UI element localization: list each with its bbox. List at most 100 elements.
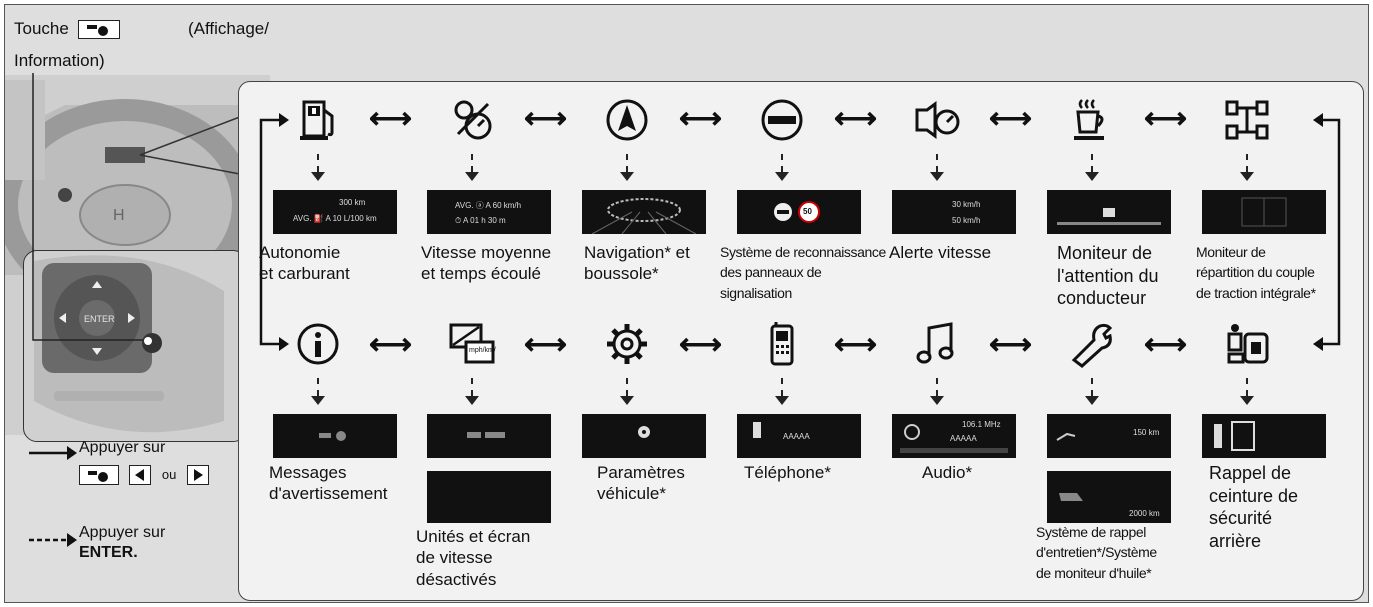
- legend-press-label: Appuyer sur: [79, 439, 166, 456]
- dashed-arrow-icon: [311, 172, 325, 181]
- screen-phone: AAAAA: [737, 414, 861, 458]
- dashed-arrow-icon: [775, 172, 789, 181]
- double-arrow-icon: ⟷: [369, 102, 413, 135]
- loop-brackets: [259, 113, 1341, 351]
- label-attention-monitor: Moniteur de l'attention du conducteur: [1057, 243, 1159, 308]
- information-icon: [297, 323, 339, 365]
- screen-text: AVG. ⛽ A 10 L/100 km: [293, 214, 377, 223]
- dashed-arrow-icon: [465, 396, 479, 405]
- label-rear-seatbelt: Rappel de ceinture de sécurité arrière: [1209, 463, 1299, 551]
- screen-text: ⏱ A 01 h 30 m: [455, 216, 506, 225]
- wrench-icon: [1071, 323, 1113, 368]
- double-arrow-icon: ⟷: [1144, 102, 1188, 135]
- average-speed-icon: [454, 100, 492, 140]
- fuel-pump-icon: [300, 100, 334, 140]
- label-phone: Téléphone*: [744, 463, 831, 482]
- screen-awd-torque: [1202, 190, 1326, 234]
- screen-range-fuel: 300 km AVG. ⛽ A 10 L/100 km: [273, 190, 397, 234]
- double-arrow-icon: ⟷: [989, 328, 1033, 361]
- control-pad-inset: ENTER: [23, 250, 247, 442]
- music-note-icon: [916, 322, 954, 364]
- screen-units-off-blank: [427, 471, 551, 523]
- screen-rear-seatbelt: [1202, 414, 1326, 458]
- dashed-arrow-icon: [626, 154, 628, 172]
- dashed-arrow-icon: [781, 378, 783, 396]
- legend-buttons: ou: [79, 465, 209, 485]
- dashed-arrow-icon: [620, 172, 634, 181]
- dashed-arrow-icon: [317, 378, 319, 396]
- phone-icon: [770, 322, 794, 366]
- double-arrow-icon: ⟷: [679, 102, 723, 135]
- dashed-arrow-icon: [1085, 396, 1099, 405]
- label-average-speed: Vitesse moyenne et temps écoulé: [421, 243, 552, 284]
- callout-line: [32, 73, 143, 341]
- screen-warning-messages: [273, 414, 397, 458]
- label-awd-torque: Moniteur de répartition du couple de tra…: [1196, 244, 1316, 301]
- screen-text: 106.1 MHz: [962, 420, 1001, 429]
- dashed-arrow-icon: [626, 378, 628, 396]
- label-maintenance: Système de rappel d'entretien*/Système d…: [1036, 524, 1157, 581]
- speed-alert-icon: [915, 101, 960, 139]
- units-screen-icon: mph/km/h: [449, 323, 496, 364]
- solid-arrow-icon: [29, 446, 77, 460]
- information-label: Information): [14, 51, 105, 70]
- double-arrow-icon: ⟷: [834, 102, 878, 135]
- screen-text: AVG. ⓐ A 60 km/h: [455, 201, 522, 210]
- label-units-off: Unités et écran de vitesse désactivés: [416, 527, 531, 589]
- double-arrow-icon: ⟷: [369, 328, 413, 361]
- dashed-arrow-icon: [1246, 378, 1248, 396]
- left-arrow-button-icon: [129, 465, 152, 485]
- screen-text: 2000 km: [1129, 509, 1160, 518]
- screen-vehicle-settings: [582, 414, 706, 458]
- screen-oil-monitor: 2000 km: [1047, 471, 1171, 523]
- dashed-arrow-icon: [781, 154, 783, 172]
- screen-text: 150 km: [1133, 428, 1160, 437]
- dashed-arrow-icon: [471, 154, 473, 172]
- dashed-arrow-icon: [1091, 154, 1093, 172]
- compass-icon: [606, 99, 648, 141]
- double-arrow-icon: ⟷: [1144, 328, 1188, 361]
- screen-average-speed: AVG. ⓐ A 60 km/h ⏱ A 01 h 30 m: [427, 190, 551, 234]
- screen-text: AAAAA: [783, 432, 810, 441]
- double-arrow-icon: ⟷: [679, 328, 723, 361]
- rear-seatbelt-icon: [1227, 324, 1269, 364]
- screen-attention-monitor: [1047, 190, 1171, 234]
- dashed-arrow-icon: [317, 154, 319, 172]
- double-arrow-icon: ⟷: [834, 328, 878, 361]
- dashed-arrow-icon: [29, 533, 77, 547]
- dashed-arrow-icon: [465, 172, 479, 181]
- sign-value: 50: [803, 207, 812, 216]
- label-audio: Audio*: [922, 463, 973, 482]
- dashed-arrow-icon: [1085, 172, 1099, 181]
- screen-speed-alert: 30 km/h 50 km/h: [892, 190, 1016, 234]
- dashed-arrow-icon: [936, 154, 938, 172]
- dashed-arrow-icon: [930, 172, 944, 181]
- screen-text: AAAAA: [950, 434, 977, 443]
- right-arrow-button-icon: [186, 465, 209, 485]
- traffic-sign-icon: [761, 99, 803, 141]
- touche-label: Touche: [14, 19, 120, 40]
- dashed-arrow-icon: [1246, 154, 1248, 172]
- display-info-button[interactable]: [77, 20, 120, 40]
- double-arrow-icon: ⟷: [989, 102, 1033, 135]
- screen-text: 300 km: [339, 198, 366, 207]
- screen-maintenance: 150 km: [1047, 414, 1171, 458]
- double-arrow-icon: ⟷: [524, 328, 568, 361]
- dashed-arrow-icon: [1240, 396, 1254, 405]
- label-range-fuel: Autonomie et carburant: [259, 243, 350, 284]
- label-warning-messages: Messages d'avertissement: [269, 463, 388, 504]
- display-flow-panel: ⟷ ⟷ ⟷ ⟷ ⟷ ⟷ ⟷ ⟷ ⟷ ⟷ ⟷ ⟷: [238, 81, 1364, 601]
- dashed-arrow-icon: [471, 378, 473, 396]
- awd-torque-icon: [1225, 100, 1269, 140]
- coffee-cup-icon: [1074, 99, 1104, 140]
- label-navigation: Navigation* et boussole*: [584, 243, 690, 284]
- double-arrow-icon: ⟷: [524, 102, 568, 135]
- svg-text:H: H: [113, 207, 125, 224]
- dashed-arrow-icon: [620, 396, 634, 405]
- legend-press-label-2: Appuyer sur: [79, 524, 166, 541]
- svg-text:mph/km/h: mph/km/h: [469, 347, 496, 354]
- screen-navigation: [582, 190, 706, 235]
- legend-enter-label: ENTER.: [79, 544, 138, 561]
- screen-text: 30 km/h: [952, 200, 981, 209]
- display-info-icon: [86, 25, 108, 37]
